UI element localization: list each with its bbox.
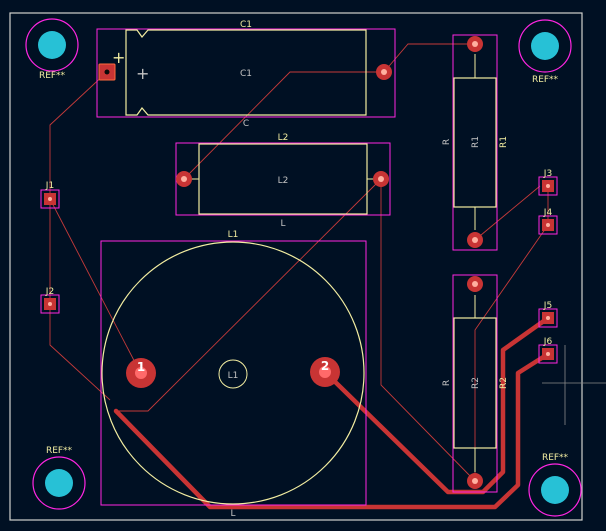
j6-courtyard xyxy=(538,344,558,364)
j4-pad-hole xyxy=(546,223,550,227)
footprint-l2[interactable]: L2 L2 L xyxy=(175,133,391,229)
l1-body-outline xyxy=(101,241,365,505)
l1-pad1-hole xyxy=(135,367,147,379)
connector-j3[interactable]: J3 xyxy=(538,169,558,196)
l1-fab-circle xyxy=(218,359,248,389)
r1-courtyard xyxy=(452,34,498,251)
mounting-hole-top-right[interactable]: REF** xyxy=(518,19,572,85)
r2-fab-label: R2 xyxy=(471,377,481,389)
r2-value-label: R xyxy=(442,380,452,386)
j5-pad-hole xyxy=(546,316,550,320)
j3-pad-hole xyxy=(546,184,550,188)
l2-pad2-hole xyxy=(378,176,384,182)
mh-bl-pad[interactable] xyxy=(45,469,73,497)
l1-value-label: L xyxy=(230,509,235,519)
j2-pad-hole xyxy=(48,302,52,306)
mh-tr-ref-label: REF** xyxy=(532,75,559,85)
j2-ref-label: J2 xyxy=(45,287,54,297)
footprint-r2[interactable]: R R2 R2 xyxy=(442,274,509,493)
footprint-l1[interactable]: L1 L1 L 1 2 xyxy=(100,230,367,519)
c1-ref-label: C1 xyxy=(240,20,252,30)
l2-fab-label: L2 xyxy=(278,176,289,186)
l2-ref-label: L2 xyxy=(278,133,289,143)
board-edge xyxy=(9,12,583,521)
j4-ref-label: J4 xyxy=(543,208,553,218)
l1-pad2-number: 2 xyxy=(321,359,329,373)
j6-pad-hole xyxy=(546,352,550,356)
j1-pad-hole xyxy=(48,197,52,201)
r2-courtyard xyxy=(452,274,498,493)
footprint-r1[interactable]: R R1 R1 xyxy=(442,34,509,251)
connector-j5[interactable]: J5 xyxy=(538,301,558,328)
mh-tr-courtyard xyxy=(518,19,572,73)
r1-fab-label: R1 xyxy=(471,136,481,148)
mounting-hole-top-left[interactable]: REF** xyxy=(25,18,79,81)
l1-ref-label: L1 xyxy=(228,230,239,240)
c1-value-label: C xyxy=(243,119,249,129)
connector-j2[interactable]: J2 xyxy=(40,287,60,314)
j1-ref-label: J1 xyxy=(45,181,54,191)
j6-ref-label: J6 xyxy=(543,337,553,347)
j3-ref-label: J3 xyxy=(543,169,552,179)
mh-tl-pad[interactable] xyxy=(38,31,66,59)
l1-courtyard xyxy=(100,240,367,506)
l2-value-label: L xyxy=(280,219,285,229)
mh-br-courtyard xyxy=(528,463,582,517)
connector-j1[interactable]: J1 xyxy=(40,181,60,209)
mounting-hole-bottom-left[interactable]: REF** xyxy=(32,446,86,510)
c1-pad2-hole xyxy=(381,69,387,75)
r1-pad1-hole xyxy=(472,41,478,47)
j4-courtyard xyxy=(538,215,558,235)
mh-br-ref-label: REF** xyxy=(542,453,569,463)
c1-body-outline xyxy=(125,29,367,116)
mh-bl-ref-label: REF** xyxy=(46,446,73,456)
r2-pad1-hole xyxy=(472,281,478,287)
c1-fab-label: C1 xyxy=(240,69,252,79)
c1-pad1-hole xyxy=(104,69,110,75)
r2-ref-label: R2 xyxy=(499,377,509,389)
mounting-hole-bottom-right[interactable]: REF** xyxy=(528,453,582,517)
l1-pad2-hole xyxy=(319,366,331,378)
c1-polarity-silk: + xyxy=(112,48,125,67)
j5-ref-label: J5 xyxy=(543,301,552,311)
j5-courtyard xyxy=(538,308,558,328)
r1-value-label: R xyxy=(442,139,452,145)
c1-polarity-fab: + xyxy=(136,64,149,83)
connector-j6[interactable]: J6 xyxy=(538,337,558,364)
j3-courtyard xyxy=(538,176,558,196)
r1-ref-label: R1 xyxy=(499,136,509,148)
mh-bl-courtyard xyxy=(32,456,86,510)
footprint-c1[interactable]: C1 C1 C + + xyxy=(96,20,396,129)
mh-tl-courtyard xyxy=(25,18,79,72)
mh-tr-pad[interactable] xyxy=(531,32,559,60)
mh-tl-ref-label: REF** xyxy=(39,71,66,81)
j2-courtyard xyxy=(40,294,60,314)
mh-br-pad[interactable] xyxy=(541,476,569,504)
ratsnest xyxy=(49,43,549,482)
j1-courtyard xyxy=(40,189,60,209)
copper-tracks xyxy=(113,315,551,510)
l1-pad1-number: 1 xyxy=(137,360,145,374)
connector-j4[interactable]: J4 xyxy=(538,208,558,235)
l1-fab-label: L1 xyxy=(228,371,239,381)
l2-pad1-hole xyxy=(181,176,187,182)
r1-pad2-hole xyxy=(472,237,478,243)
r2-pad2-hole xyxy=(472,478,478,484)
c1-courtyard xyxy=(96,28,396,118)
